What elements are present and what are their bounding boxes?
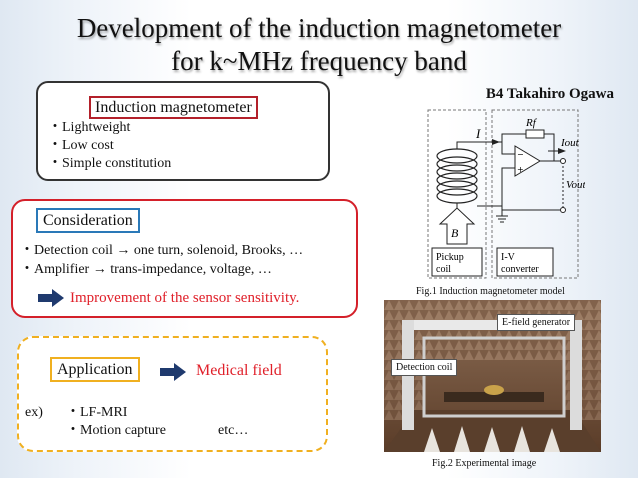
author-name: B4 Takahiro Ogawa (485, 86, 614, 102)
converter-region (491, 109, 579, 279)
item-lf-mri: ・LF-MRI (66, 405, 128, 420)
label-vout: Vout (566, 179, 585, 191)
item-motion-capture: ・Motion capture (66, 423, 166, 438)
label-pickup-1: Pickup (436, 252, 464, 263)
e-field-generator-tag: E-field generator (497, 314, 576, 331)
svg-text:−: − (517, 150, 524, 159)
fig1-caption: Fig.1 Induction magnetometer model (416, 286, 565, 297)
ground-icon (496, 210, 508, 223)
ex-label: ex) (25, 405, 43, 420)
label-converter-1: I-V (501, 252, 516, 263)
bullet-low-cost: ・Low cost (48, 138, 114, 153)
pickup-coil-region (427, 109, 487, 279)
bullet-simple-constitution: ・Simple constitution (48, 156, 172, 171)
magnetic-field-arrow-icon (438, 207, 476, 245)
label-rf: Rf (525, 117, 538, 129)
application-box-header: Application (50, 357, 140, 382)
consideration-box: Consideration ・Detection coil → one turn… (11, 199, 358, 318)
label-pickup-2: coil (436, 264, 451, 275)
bullet-lightweight: ・Lightweight (48, 120, 131, 135)
label-converter-2: converter (501, 264, 539, 275)
arrow-right-icon (160, 363, 186, 381)
magnetometer-circuit-diagram: B I − + Rf Iout Vout Pickup coil I-V con… (427, 109, 585, 279)
detection-coil-tag: Detection coil (391, 359, 458, 376)
fig2-caption: Fig.2 Experimental image (432, 458, 537, 469)
title-line-1: Development of the induction magnetomete… (76, 13, 562, 43)
solenoid-coil (436, 148, 478, 204)
svg-text:+: + (517, 165, 524, 174)
induction-magnetometer-box: Induction magnetometer ・Lightweight ・Low… (36, 81, 330, 181)
medical-field-text: Medical field (196, 362, 282, 379)
arrow-right-icon (38, 289, 64, 307)
feedback-resistor (525, 129, 545, 139)
bullet-detection-coil: ・Detection coil → one turn, solenoid, Br… (20, 243, 304, 258)
application-box: Application Medical field ex) ・LF-MRI ・M… (17, 336, 328, 452)
conclusion-text: Improvement of the sensor sensitivity. (70, 290, 300, 306)
label-b: B (451, 226, 459, 240)
induction-box-header: Induction magnetometer (89, 96, 258, 119)
op-amp-symbol (514, 145, 541, 177)
consideration-box-header: Consideration (36, 208, 140, 233)
label-iout: Iout (560, 137, 580, 149)
bullet-amplifier: ・Amplifier → trans-impedance, voltage, … (20, 262, 272, 277)
etc-text: etc… (218, 423, 249, 438)
experimental-photo: E-field generator Detection coil (384, 300, 601, 452)
title-line-2: for k~MHz frequency band (171, 46, 467, 76)
label-i: I (475, 126, 481, 141)
